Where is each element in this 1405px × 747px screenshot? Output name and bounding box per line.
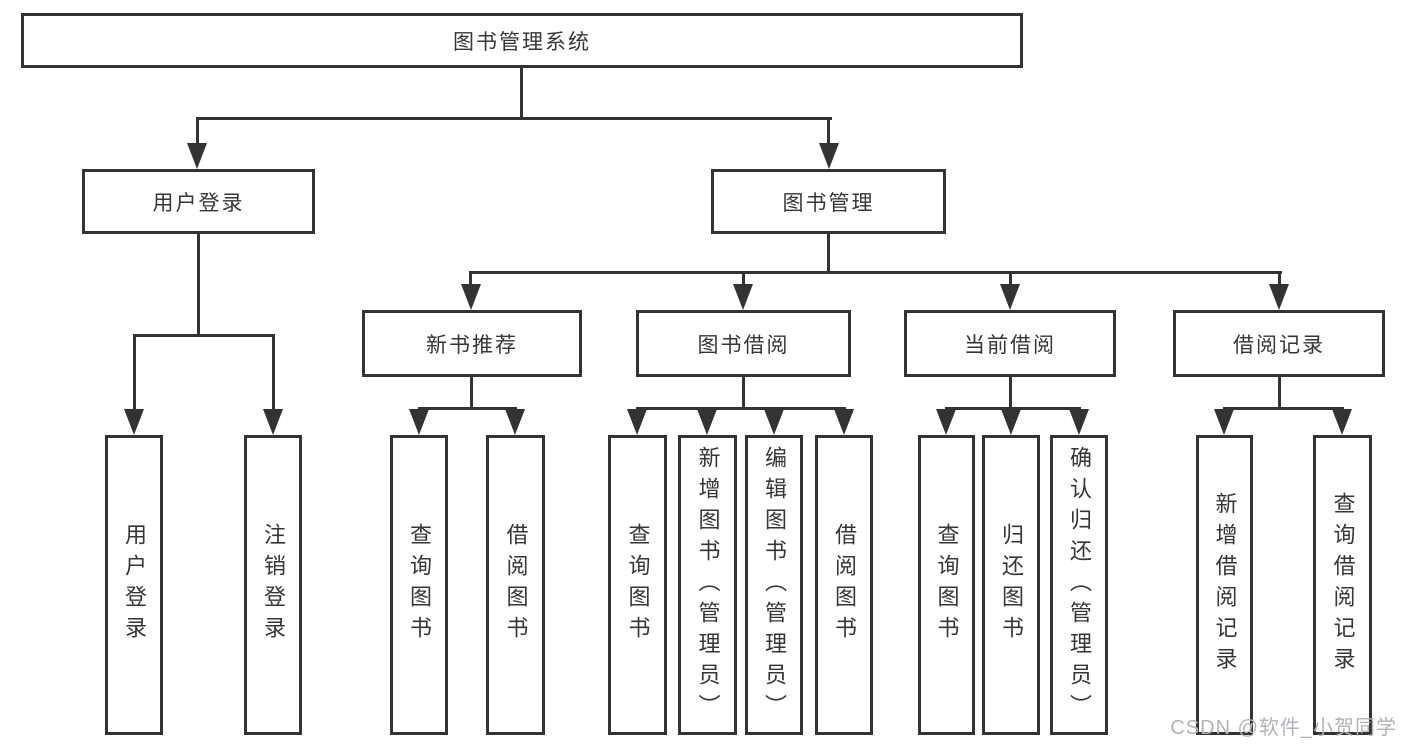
leaf-current-query-books-label: 查询图书 xyxy=(934,523,960,647)
connector-user-child2-drop xyxy=(272,336,275,410)
node-book-borrow: 图书借阅 xyxy=(636,310,851,377)
csdn-watermark: CSDN @软件_小贺同学 xyxy=(1170,717,1397,739)
connector-group4-drop xyxy=(1278,273,1281,287)
leaf-user-login: 用户登录 xyxy=(105,435,163,735)
arrow-down-icon xyxy=(505,409,525,435)
connector-group2-drop xyxy=(742,273,745,287)
leaf-recommend-query-books-label: 查询图书 xyxy=(407,523,432,647)
arrow-down-icon xyxy=(461,284,481,310)
leaf-borrow-query-books: 查询图书 xyxy=(608,435,667,735)
connector-group1-rail xyxy=(418,407,517,410)
leaf-recommend-borrow-books-label: 借阅图书 xyxy=(503,523,529,647)
node-current-borrow: 当前借阅 xyxy=(904,310,1116,377)
arrow-down-icon xyxy=(1214,409,1234,435)
connector-level2-rail xyxy=(196,117,832,120)
connector-group2-rail xyxy=(636,407,846,410)
connector-book-stem xyxy=(827,233,830,273)
node-library-system-label: 图书管理系统 xyxy=(453,30,591,54)
connector-group3-drop xyxy=(1009,273,1012,287)
connector-group3-rail xyxy=(945,407,1081,410)
arrow-down-icon xyxy=(627,409,647,435)
node-library-system: 图书管理系统 xyxy=(21,13,1023,68)
leaf-borrow-query-books-label: 查询图书 xyxy=(625,523,651,647)
leaf-confirm-return-admin-label: 确认归还（管理员） xyxy=(1067,445,1092,725)
connector-group1-drop xyxy=(469,273,472,287)
leaf-add-books-admin-label: 新增图书（管理员） xyxy=(695,445,721,725)
arrow-down-icon xyxy=(1332,409,1352,435)
leaf-add-borrow-record: 新增借阅记录 xyxy=(1196,435,1253,735)
connector-level3-rail xyxy=(469,271,1282,274)
connector-group2-stem xyxy=(742,376,745,410)
leaf-borrow-books-label: 借阅图书 xyxy=(832,523,857,647)
arrow-down-icon xyxy=(263,409,283,435)
arrow-down-icon xyxy=(1269,284,1289,310)
arrow-down-icon xyxy=(409,409,429,435)
node-borrow-records: 借阅记录 xyxy=(1173,310,1385,377)
node-book-management: 图书管理 xyxy=(711,169,946,234)
leaf-logout: 注销登录 xyxy=(244,435,302,735)
leaf-edit-books-admin: 编辑图书（管理员） xyxy=(745,435,803,735)
arrow-down-icon xyxy=(187,143,207,169)
connector-root-stem xyxy=(520,67,523,118)
connector-book-drop xyxy=(827,118,830,147)
arrow-down-icon xyxy=(764,409,784,435)
connector-group3-stem xyxy=(1009,376,1012,410)
node-current-borrow-label: 当前借阅 xyxy=(964,333,1056,357)
connector-group1-stem xyxy=(470,376,473,410)
node-user-login: 用户登录 xyxy=(82,169,315,234)
leaf-borrow-books: 借阅图书 xyxy=(815,435,873,735)
node-borrow-records-label: 借阅记录 xyxy=(1233,333,1325,357)
arrow-down-icon xyxy=(819,143,839,169)
node-book-management-label: 图书管理 xyxy=(782,191,875,215)
connector-user-drop xyxy=(196,118,199,147)
leaf-recommend-query-books: 查询图书 xyxy=(390,435,448,735)
connector-user-child1-drop xyxy=(133,336,136,410)
node-user-login-label: 用户登录 xyxy=(152,191,245,215)
arrow-down-icon xyxy=(936,409,956,435)
connector-user-stem xyxy=(197,233,200,336)
leaf-add-borrow-record-label: 新增借阅记录 xyxy=(1212,492,1238,678)
leaf-edit-books-admin-label: 编辑图书（管理员） xyxy=(762,445,787,725)
arrow-down-icon xyxy=(1001,409,1021,435)
leaf-add-books-admin: 新增图书（管理员） xyxy=(678,435,737,735)
connector-group4-stem xyxy=(1278,376,1281,410)
leaf-current-query-books: 查询图书 xyxy=(918,435,975,735)
arrow-down-icon xyxy=(697,409,717,435)
node-new-book-recommend-label: 新书推荐 xyxy=(426,333,518,357)
leaf-query-borrow-record-label: 查询借阅记录 xyxy=(1330,492,1356,678)
connector-group4-rail xyxy=(1223,407,1344,410)
leaf-recommend-borrow-books: 借阅图书 xyxy=(486,435,545,735)
arrow-down-icon xyxy=(124,409,144,435)
arrow-down-icon xyxy=(1000,284,1020,310)
leaf-return-books-label: 归还图书 xyxy=(999,523,1024,647)
leaf-logout-label: 注销登录 xyxy=(261,523,286,647)
leaf-query-borrow-record: 查询借阅记录 xyxy=(1313,435,1372,735)
leaf-confirm-return-admin: 确认归还（管理员） xyxy=(1050,435,1108,735)
node-new-book-recommend: 新书推荐 xyxy=(362,310,582,377)
leaf-user-login-label: 用户登录 xyxy=(122,523,147,647)
connector-user-rail xyxy=(133,334,275,337)
arrow-down-icon xyxy=(733,284,753,310)
node-book-borrow-label: 图书借阅 xyxy=(697,333,790,357)
leaf-return-books: 归还图书 xyxy=(982,435,1040,735)
arrow-down-icon xyxy=(1069,409,1089,435)
arrow-down-icon xyxy=(834,409,854,435)
